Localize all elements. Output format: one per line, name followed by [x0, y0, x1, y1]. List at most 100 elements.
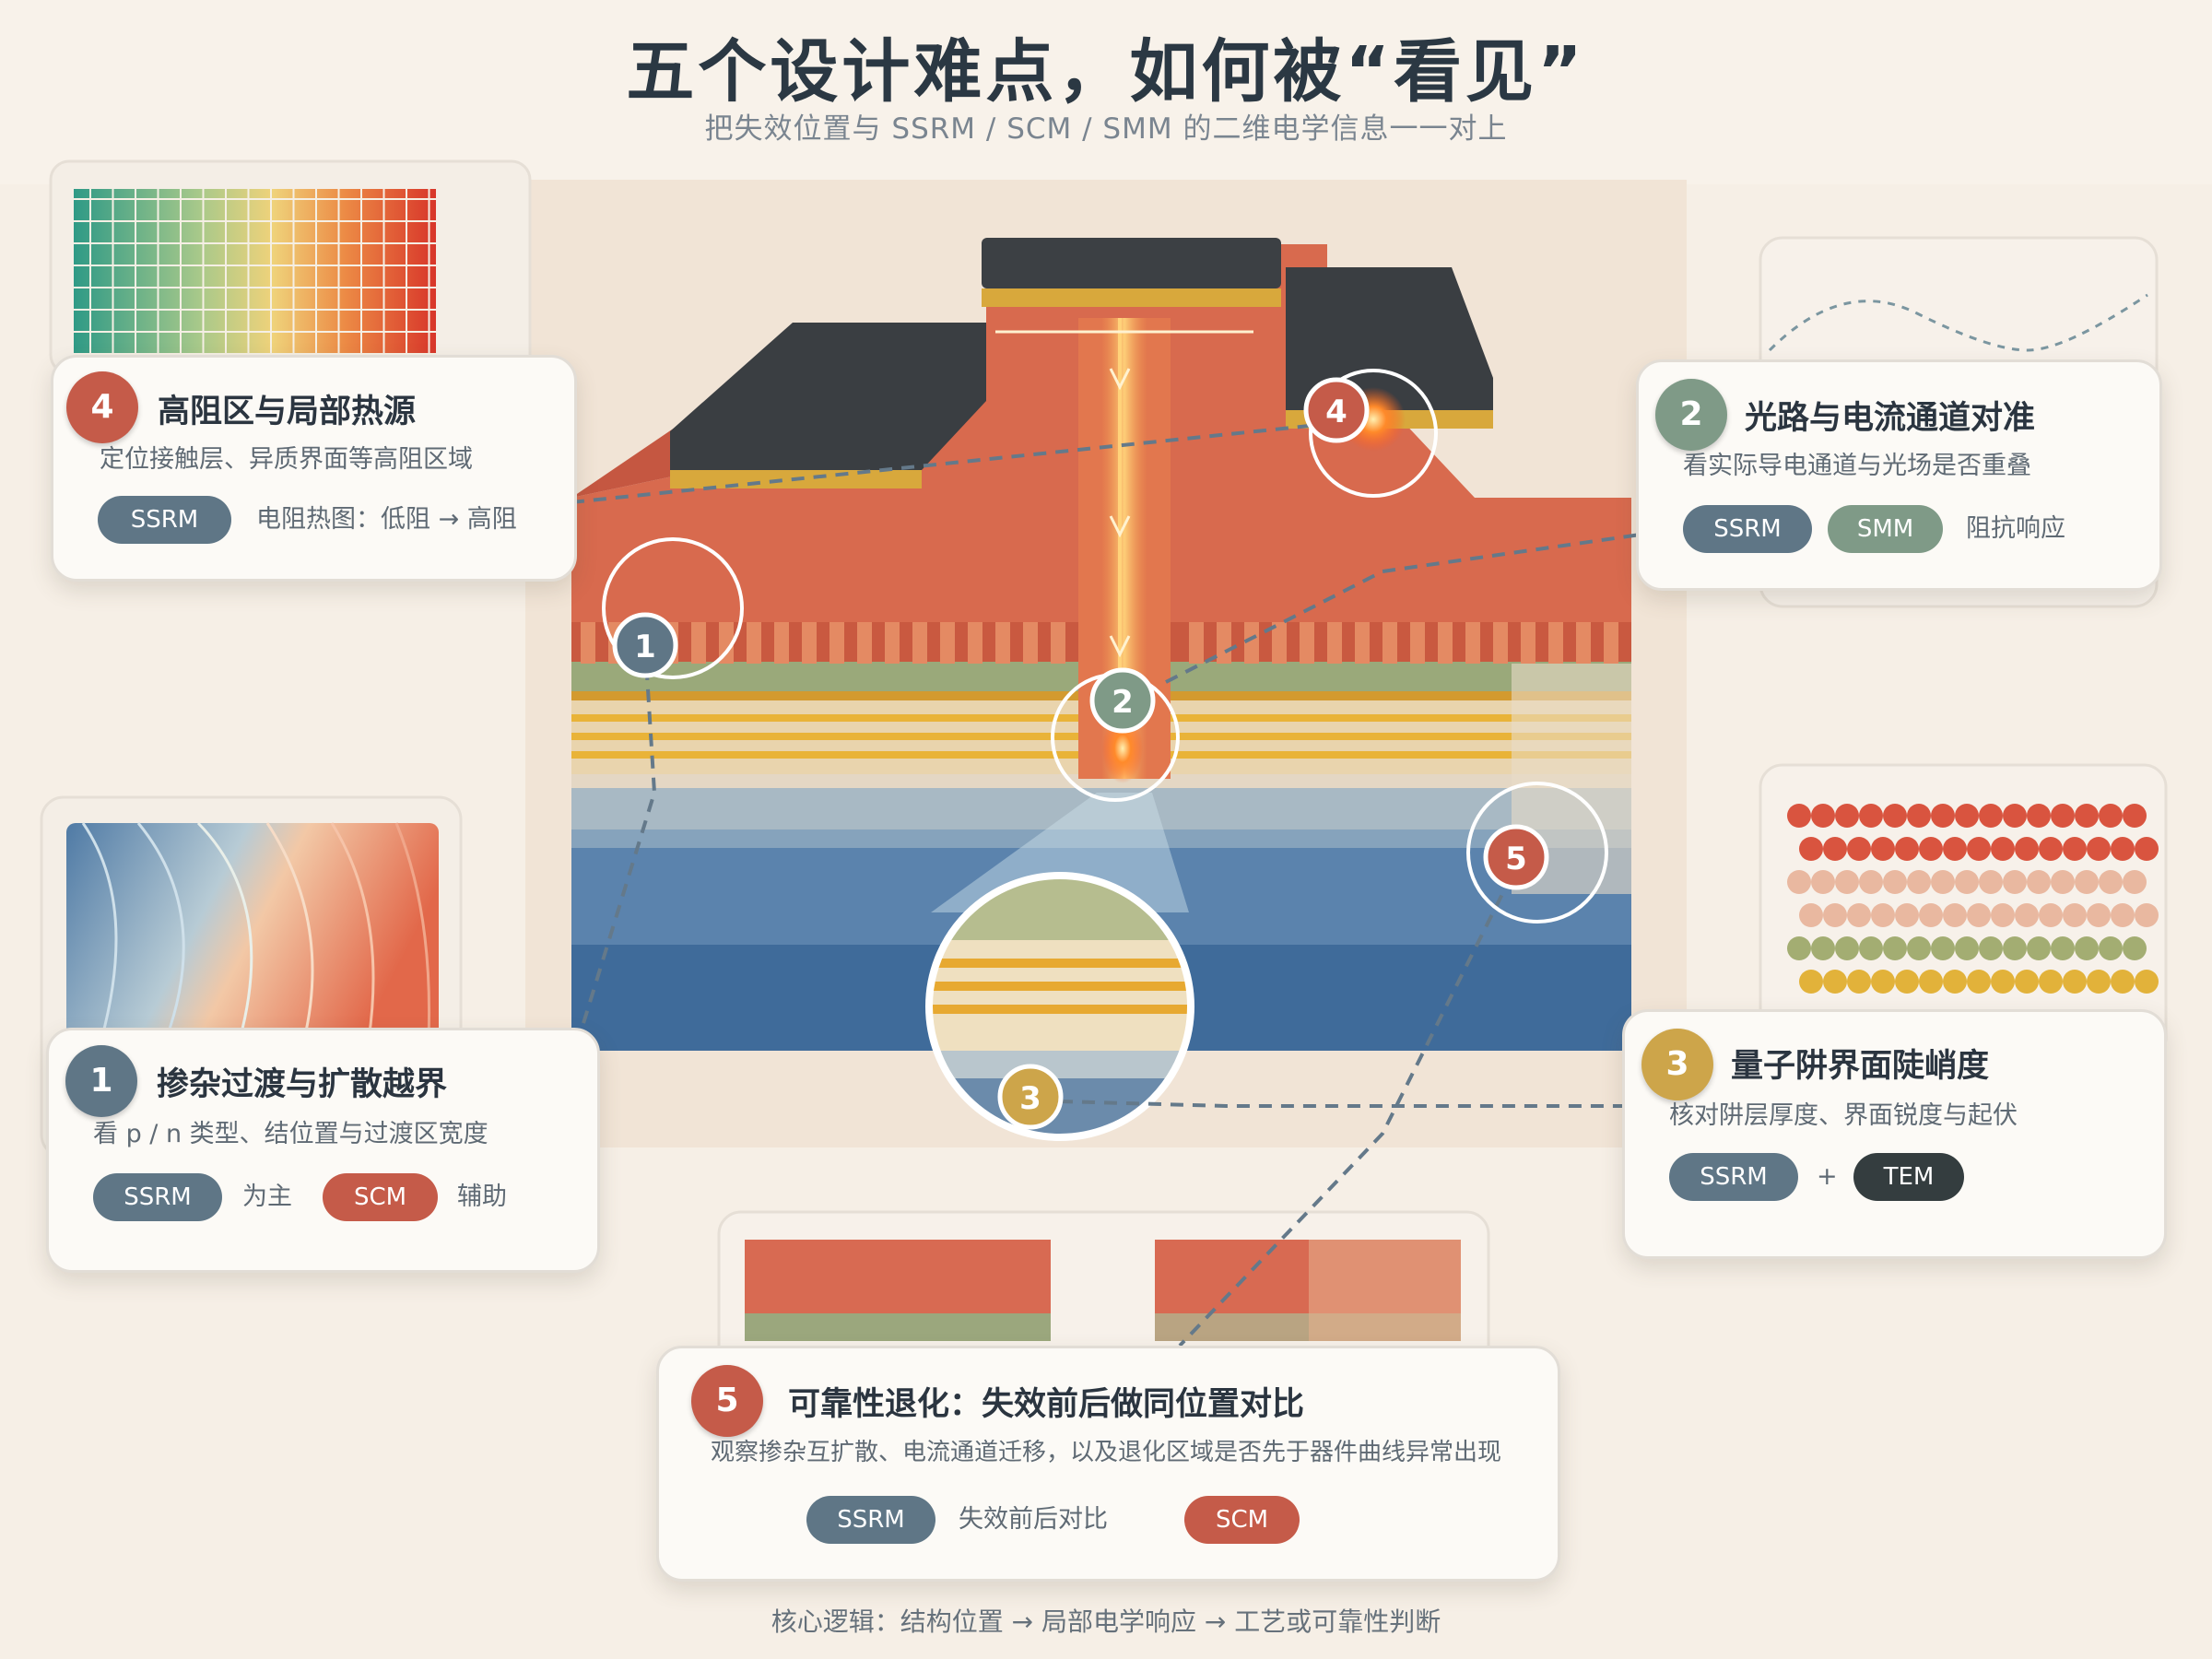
card1-scm-tag: SCM: [323, 1173, 438, 1221]
atom: [1835, 870, 1859, 894]
grating-tooth: [1548, 613, 1563, 664]
atom: [2111, 970, 2135, 994]
atom: [1859, 804, 1883, 828]
grating-tooth: [1189, 613, 1204, 664]
card3-ssrm-tag: SSRM: [1669, 1153, 1798, 1201]
card2-number-badge: 2: [1655, 379, 1727, 451]
atom: [2111, 903, 2135, 927]
card5-number-badge: 5: [691, 1365, 763, 1437]
atom: [2135, 903, 2159, 927]
atom: [1955, 936, 1979, 960]
grating-tooth: [1023, 613, 1038, 664]
card-doping-transition: 1 掺杂过渡与扩散越界 看 p / n 类型、结位置与过渡区宽度 SSRM 为主…: [46, 1028, 600, 1273]
atom: [2075, 804, 2099, 828]
atom: [1871, 903, 1895, 927]
card2-title: 光路与电流通道对准: [1745, 400, 2036, 437]
atom: [1919, 970, 1943, 994]
atom: [1991, 903, 2015, 927]
zoom-lens: [925, 872, 1194, 1141]
grating-tooth: [995, 613, 1010, 664]
atom: [1979, 804, 2003, 828]
grating-tooth: [885, 613, 900, 664]
atom: [1931, 804, 1955, 828]
grating-tooth: [1300, 613, 1314, 664]
atom: [2027, 870, 2051, 894]
grating-tooth: [1576, 613, 1591, 664]
card1-title: 掺杂过渡与扩散越界: [157, 1066, 448, 1103]
card1-ssrm-note: 为主: [242, 1182, 292, 1211]
atom: [1943, 903, 1967, 927]
card3-tem-tag: TEM: [1853, 1153, 1964, 1201]
atom: [1895, 837, 1919, 861]
card4-description: 定位接触层、异质界面等高阻区域: [100, 445, 473, 474]
grating-tooth: [940, 613, 955, 664]
card5-tag-note: 失效前后对比: [959, 1505, 1108, 1534]
page-title: 五个设计难点，如何被“看见”: [626, 32, 1586, 112]
page-subtitle: 把失效位置与 SSRM / SCM / SMM 的二维电学信息一一对上: [704, 112, 1508, 146]
atom: [1823, 970, 1847, 994]
atom: [2051, 936, 2075, 960]
atom: [1859, 936, 1883, 960]
atom: [1847, 970, 1871, 994]
grating-tooth: [1355, 613, 1370, 664]
zoom-cone: [931, 793, 1189, 912]
card1-ssrm-tag: SSRM: [93, 1173, 222, 1221]
atom: [1811, 870, 1835, 894]
marker-1-label: 1: [634, 629, 656, 665]
card5-description: 观察掺杂互扩散、电流通道迁移，以及退化区域是否先于器件曲线异常出现: [711, 1439, 1502, 1466]
grating-tooth: [581, 613, 595, 664]
atom: [1895, 903, 1919, 927]
atom: [2063, 903, 2087, 927]
atom: [1787, 936, 1811, 960]
grating-tooth: [691, 613, 706, 664]
atom: [2075, 936, 2099, 960]
atom: [1787, 870, 1811, 894]
grating-tooth: [1327, 613, 1342, 664]
marker-1: 1: [612, 612, 678, 678]
grating-tooth: [912, 613, 927, 664]
card3-plus: +: [1817, 1162, 1838, 1191]
connector-lines: [571, 422, 1641, 1347]
card-reliability: 5 可靠性退化：失效前后做同位置对比 观察掺杂互扩散、电流通道迁移，以及退化区域…: [656, 1346, 1560, 1582]
card2-description: 看实际导电通道与光场是否重叠: [1683, 452, 2031, 480]
marker-5-label: 5: [1505, 841, 1527, 877]
atom: [1955, 804, 1979, 828]
card3-number-badge: 3: [1641, 1029, 1713, 1100]
atom: [1919, 903, 1943, 927]
atom: [1823, 837, 1847, 861]
card2-ssrm-tag: SSRM: [1683, 505, 1812, 553]
atom: [2099, 804, 2123, 828]
before-after-thumbnail: [717, 1210, 1490, 1375]
grating-tooth: [1051, 613, 1065, 664]
atom: [1943, 970, 1967, 994]
atom: [1907, 936, 1931, 960]
atom: [1895, 970, 1919, 994]
card1-scm-note: 辅助: [457, 1182, 507, 1211]
atom: [1967, 970, 1991, 994]
grating-tooth: [1438, 613, 1453, 664]
atom: [2087, 903, 2111, 927]
atom: [1871, 837, 1895, 861]
atom: [2123, 936, 2147, 960]
card-high-resistance: 4 高阻区与局部热源 定位接触层、异质界面等高阻区域 SSRM 电阻热图：低阻 …: [51, 355, 577, 582]
atom: [1799, 970, 1823, 994]
marker-4-label: 4: [1325, 394, 1347, 430]
atom: [1823, 903, 1847, 927]
atom: [1787, 804, 1811, 828]
grating-tooth: [1382, 613, 1397, 664]
resistance-heatmap-thumbnail: [49, 159, 532, 375]
card2-tag-note: 阻抗响应: [1966, 514, 2065, 543]
card4-title: 高阻区与局部热源: [158, 394, 417, 430]
atom: [2051, 870, 2075, 894]
atom: [1967, 837, 1991, 861]
atom: [2111, 837, 2135, 861]
grating-tooth: [774, 613, 789, 664]
atom: [1859, 870, 1883, 894]
grating-tooth: [747, 613, 761, 664]
atom: [2087, 837, 2111, 861]
card1-description: 看 p / n 类型、结位置与过渡区宽度: [93, 1120, 488, 1148]
atom: [1835, 936, 1859, 960]
atom: [2051, 804, 2075, 828]
card4-ssrm-tag: SSRM: [98, 496, 231, 544]
